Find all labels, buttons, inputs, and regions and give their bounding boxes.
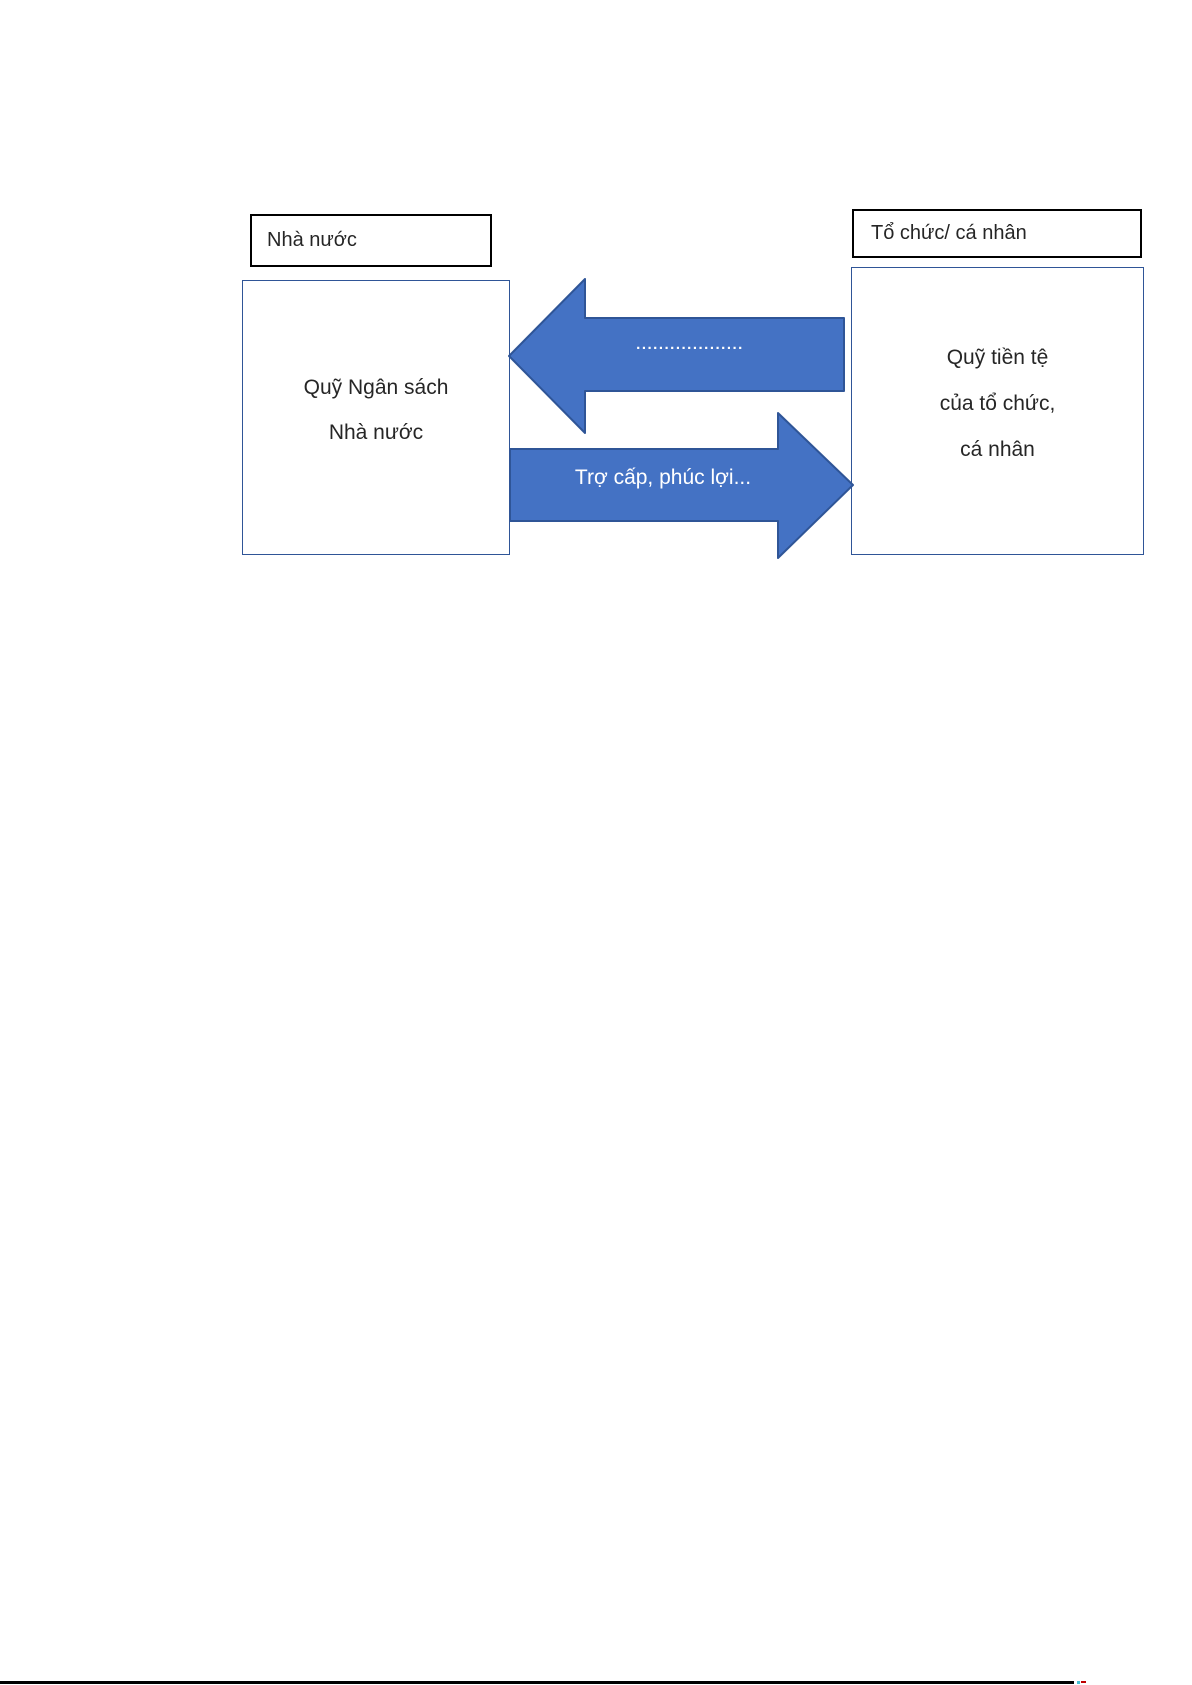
page-bottom-rule [0,1681,1074,1684]
top-arrow-dotted-label: ................... [636,336,744,353]
to-chuc-ca-nhan-label: Tổ chức/ cá nhân [871,222,1027,244]
quy-ngan-sach-line-2: Nhà nước [328,421,424,444]
quy-tien-te-line-3: cá nhân [960,438,1035,461]
red-cursor-mark [1081,1681,1086,1683]
top-arrow-shape [508,278,845,434]
quy-tien-te-line-2: của tổ chức, [939,392,1056,415]
quy-tien-te-text: Quỹ tiền tệ của tổ chức, cá nhân [851,335,1144,473]
quy-ngan-sach-text: Quỹ Ngân sách Nhà nước [242,365,510,455]
top-left-pointing-arrow-icon [508,278,845,434]
quy-ngan-sach-box [242,280,510,555]
bottom-arrow-label: Trợ cấp, phúc lợi... [574,466,752,489]
quy-ngan-sach-line-1: Quỹ Ngân sách [303,376,449,399]
quy-tien-te-box [851,267,1144,555]
bottom-arrow-shape [509,412,854,559]
to-chuc-ca-nhan-label-box: Tổ chức/ cá nhân [852,209,1142,258]
quy-tien-te-line-1: Quỹ tiền tệ [946,346,1049,369]
cyan-cursor-mark [1077,1681,1080,1684]
nha-nuoc-label: Nhà nước [267,229,357,251]
nha-nuoc-label-box: Nhà nước [250,214,492,267]
bottom-right-pointing-arrow-icon [509,412,854,559]
